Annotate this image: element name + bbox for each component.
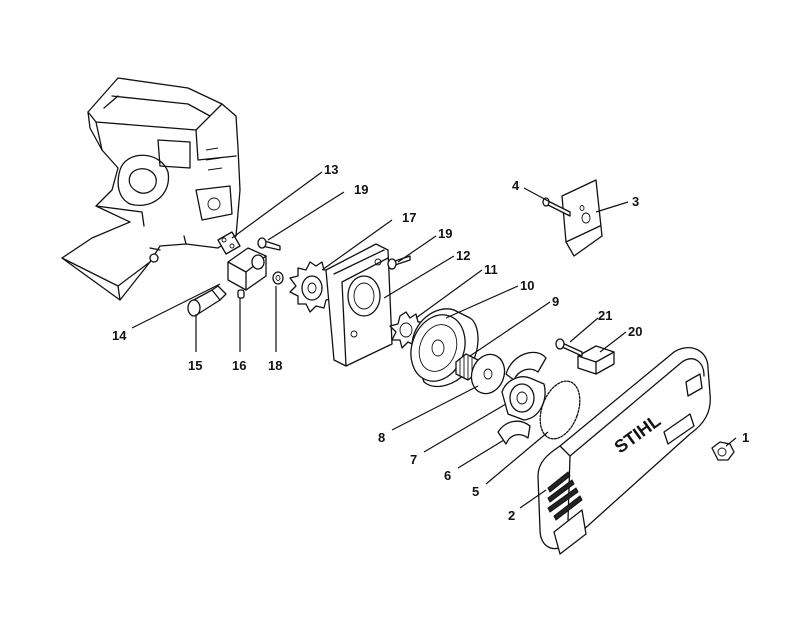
plate-3 (561, 179, 603, 257)
callout-11: 11 (484, 262, 498, 277)
callout-1: 1 (742, 430, 749, 445)
callout-10: 10 (520, 278, 534, 293)
spring-ring-5 (539, 380, 581, 440)
callout-4: 4 (512, 178, 520, 193)
screw-21 (555, 338, 583, 357)
callout-19-upper: 19 (354, 182, 368, 197)
callout-16: 16 (232, 358, 246, 373)
chain-tensioner-20 (577, 345, 615, 375)
clip-6 (497, 420, 531, 445)
callout-20: 20 (628, 324, 642, 339)
washer-8 (470, 353, 506, 395)
callout-7: 7 (410, 452, 417, 467)
callout-13: 13 (324, 162, 338, 177)
clutch-assembly-7 (501, 351, 547, 421)
callout-5: 5 (472, 484, 479, 499)
washer-18 (272, 271, 284, 285)
callout-6: 6 (444, 468, 451, 483)
callout-14: 14 (112, 328, 127, 343)
sprocket-cover-2 (537, 347, 711, 555)
callout-17: 17 (402, 210, 416, 225)
callout-labels: 1 2 3 4 5 6 7 8 9 10 11 12 13 14 15 16 1… (112, 162, 749, 523)
crankcase-housing (61, 77, 241, 301)
callout-15: 15 (188, 358, 202, 373)
callout-19-lower: 19 (438, 226, 452, 241)
callout-8: 8 (378, 430, 385, 445)
mounting-plate-12 (325, 243, 393, 367)
callout-2: 2 (508, 508, 515, 523)
leader-lines (131, 171, 737, 509)
callout-9: 9 (552, 294, 559, 309)
gasket-13 (217, 231, 241, 255)
callout-12: 12 (456, 248, 470, 263)
nut-1 (711, 441, 735, 461)
callout-18: 18 (268, 358, 282, 373)
callout-3: 3 (632, 194, 639, 209)
sprocket-17 (289, 261, 337, 313)
oil-pump-parts (187, 231, 284, 317)
callout-21: 21 (598, 308, 612, 323)
